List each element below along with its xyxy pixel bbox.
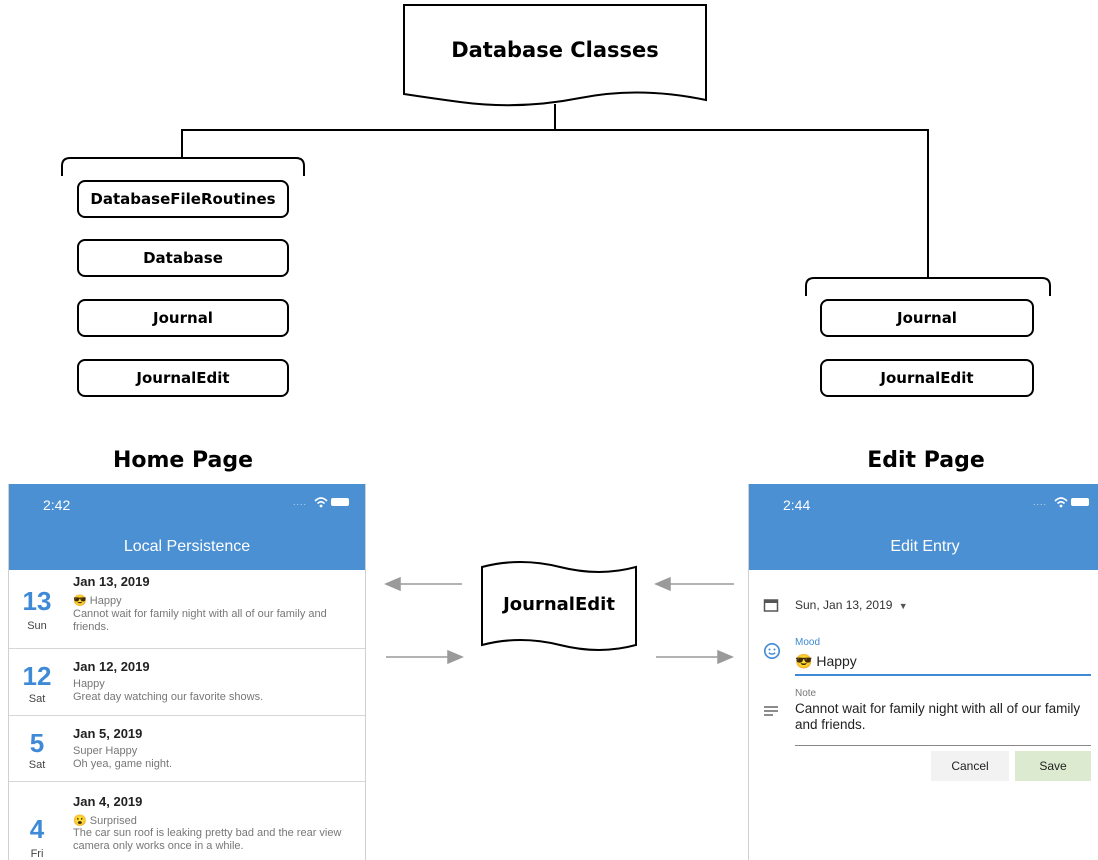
edit-page-screen: 2:44 .... Edit Entry Sun, Jan 13, 2019 ▼… — [748, 484, 1098, 860]
entry-note: Cannot wait for family night with all of… — [73, 608, 327, 633]
status-time: 2:44 — [783, 497, 811, 513]
entry-mood: Happy — [73, 678, 105, 690]
weekday: Sat — [28, 759, 46, 771]
calendar-icon — [763, 597, 779, 618]
day-number: 12 — [22, 661, 52, 691]
home-page-label: Home Page — [112, 448, 254, 473]
mood-emoji-icon: 😎 — [73, 595, 87, 607]
entry-date: Jan 5, 2019 — [73, 726, 143, 741]
node-right-journal: Journal — [820, 299, 1034, 337]
list-item[interactable]: 13 Sun Jan 13, 2019 😎 Happy Cannot wait … — [9, 570, 365, 649]
node-journal: Journal — [77, 299, 289, 337]
entry-note: Oh yea, game night. — [73, 758, 173, 770]
left-group-brace — [61, 157, 305, 176]
edit-appbar: 2:44 .... Edit Entry — [749, 484, 1098, 570]
right-group-brace — [805, 277, 1051, 296]
dropdown-arrow-icon: ▼ — [898, 601, 908, 611]
entry-date: Jan 13, 2019 — [73, 574, 150, 589]
notes-lines-icon — [763, 705, 779, 724]
entry-mood: Super Happy — [73, 745, 138, 757]
mood-field[interactable]: Mood 😎 Happy — [795, 634, 1091, 676]
note-label: Note — [795, 688, 817, 699]
journaledit-banner-shape — [481, 561, 637, 651]
day-number: 5 — [29, 728, 45, 758]
node-databasefileroutines: DatabaseFileRoutines — [77, 180, 289, 218]
mood-emoji-icon: 😎 — [795, 653, 813, 669]
entry-date: Jan 12, 2019 — [73, 659, 150, 674]
status-time: 2:42 — [43, 497, 71, 513]
title-banner-shape — [403, 4, 707, 107]
svg-text:....: .... — [1033, 497, 1047, 507]
date-value: Sun, Jan 13, 2019 — [795, 598, 893, 612]
date-picker[interactable]: Sun, Jan 13, 2019 ▼ — [795, 598, 908, 612]
center-journaledit-label: JournalEdit — [503, 594, 615, 615]
edit-title: Edit Entry — [890, 538, 960, 555]
cancel-button[interactable]: Cancel — [931, 751, 1009, 781]
entry-note: The car sun roof is leaking pretty bad a… — [73, 827, 342, 852]
wifi-battery-icon: .... — [1033, 495, 1093, 512]
node-journaledit: JournalEdit — [77, 359, 289, 397]
mood-label: Mood — [795, 637, 821, 648]
list-item[interactable]: 5 Sat Jan 5, 2019 Super Happy Oh yea, ga… — [9, 716, 365, 782]
svg-text:....: .... — [293, 497, 307, 507]
mood-emoji-icon: 😮 — [73, 815, 87, 827]
entry-date: Jan 4, 2019 — [73, 794, 143, 809]
home-appbar: 2:42 .... Local Persistence — [9, 484, 365, 570]
list-item[interactable]: 4 Fri Jan 4, 2019 😮 Surprised The car su… — [9, 782, 365, 860]
node-database: Database — [77, 239, 289, 277]
note-field[interactable]: Note Cannot wait for family night with a… — [795, 685, 1091, 746]
day-number: 13 — [22, 586, 52, 616]
edit-page-label: Edit Page — [867, 448, 985, 473]
save-button[interactable]: Save — [1015, 751, 1091, 781]
note-value: Cannot wait for family night with all of… — [795, 701, 1081, 732]
list-item[interactable]: 12 Sat Jan 12, 2019 Happy Great day watc… — [9, 649, 365, 716]
home-page-screen: 2:42 .... Local Persistence 13 Sun Jan 1… — [8, 484, 366, 860]
mood-value: 😎 Happy — [795, 653, 857, 669]
entry-note: Great day watching our favorite shows. — [73, 691, 264, 703]
wifi-battery-icon: .... — [293, 495, 353, 512]
weekday: Sun — [27, 620, 47, 632]
node-right-journaledit: JournalEdit — [820, 359, 1034, 397]
home-title: Local Persistence — [123, 538, 251, 555]
entry-mood: 😎 Happy — [73, 595, 122, 607]
smiley-icon — [763, 642, 781, 665]
diagram-title: Database Classes — [451, 38, 659, 62]
day-number: 4 — [29, 814, 45, 844]
weekday: Sat — [28, 693, 46, 705]
entry-mood: 😮 Surprised — [73, 815, 137, 827]
weekday: Fri — [30, 848, 44, 860]
